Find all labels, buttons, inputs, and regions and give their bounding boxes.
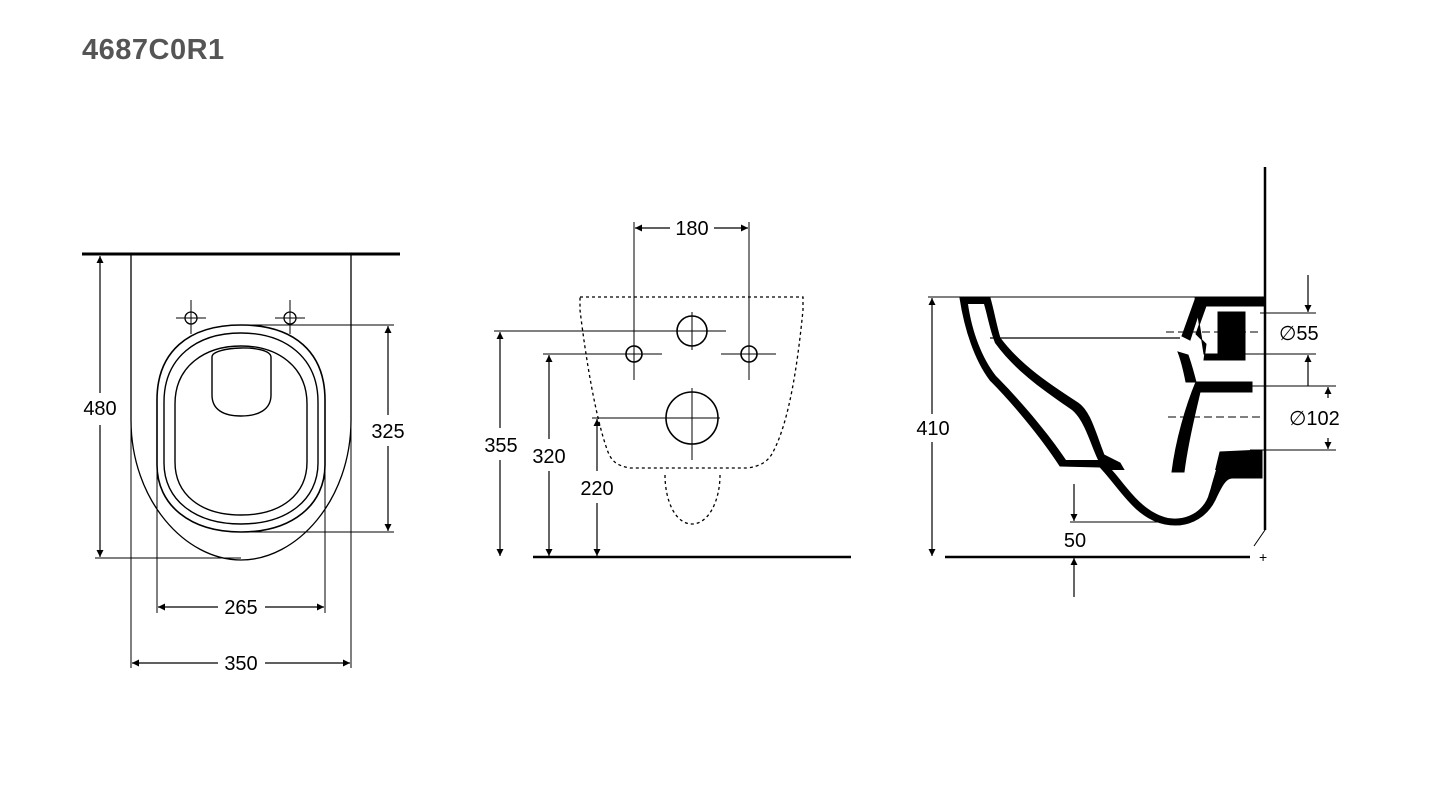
dim-inlet-diameter-label: ∅55 bbox=[1279, 323, 1319, 345]
fixing-hole-right bbox=[275, 300, 305, 334]
bowl-section bbox=[959, 297, 1263, 526]
side-view-labels: 410 ∅55 ∅102 50 bbox=[916, 323, 1339, 552]
rim-section bbox=[1194, 296, 1266, 361]
front-view-labels: 180 355 320 220 bbox=[484, 218, 708, 500]
dim-seat-width-label: 265 bbox=[224, 597, 257, 619]
dim-inlet-height-label: 355 bbox=[484, 435, 517, 457]
seat-outer bbox=[156, 324, 326, 533]
dim-outlet-height-label: 220 bbox=[580, 478, 613, 500]
product-code: 4687C0R1 bbox=[82, 34, 225, 66]
dim-seat-depth-label: 325 bbox=[371, 421, 404, 443]
bowl-outline bbox=[130, 254, 352, 561]
dim-outlet-offset-label: 50 bbox=[1064, 530, 1086, 552]
dim-width-label: 350 bbox=[224, 653, 257, 675]
outlet-hidden bbox=[664, 474, 721, 525]
seat-inner bbox=[163, 332, 319, 525]
dim-fixing-height-label: 320 bbox=[532, 446, 565, 468]
top-view-labels: 480 325 265 350 bbox=[83, 398, 404, 675]
top-view bbox=[82, 252, 400, 668]
front-view bbox=[494, 222, 851, 559]
hinge-notch bbox=[211, 347, 272, 417]
svg-text:+: + bbox=[1259, 549, 1267, 565]
side-view: + bbox=[928, 167, 1336, 597]
bowl-outline-hidden bbox=[579, 296, 804, 469]
bowl-opening bbox=[174, 345, 308, 516]
dim-fixing-spacing-label: 180 bbox=[675, 218, 708, 240]
trap-section bbox=[1171, 381, 1253, 473]
dim-outlet-diameter-label: ∅102 bbox=[1289, 408, 1340, 430]
fixing-hole-left bbox=[176, 300, 206, 334]
dim-height-label: 410 bbox=[916, 418, 949, 440]
dim-depth-label: 480 bbox=[83, 398, 116, 420]
